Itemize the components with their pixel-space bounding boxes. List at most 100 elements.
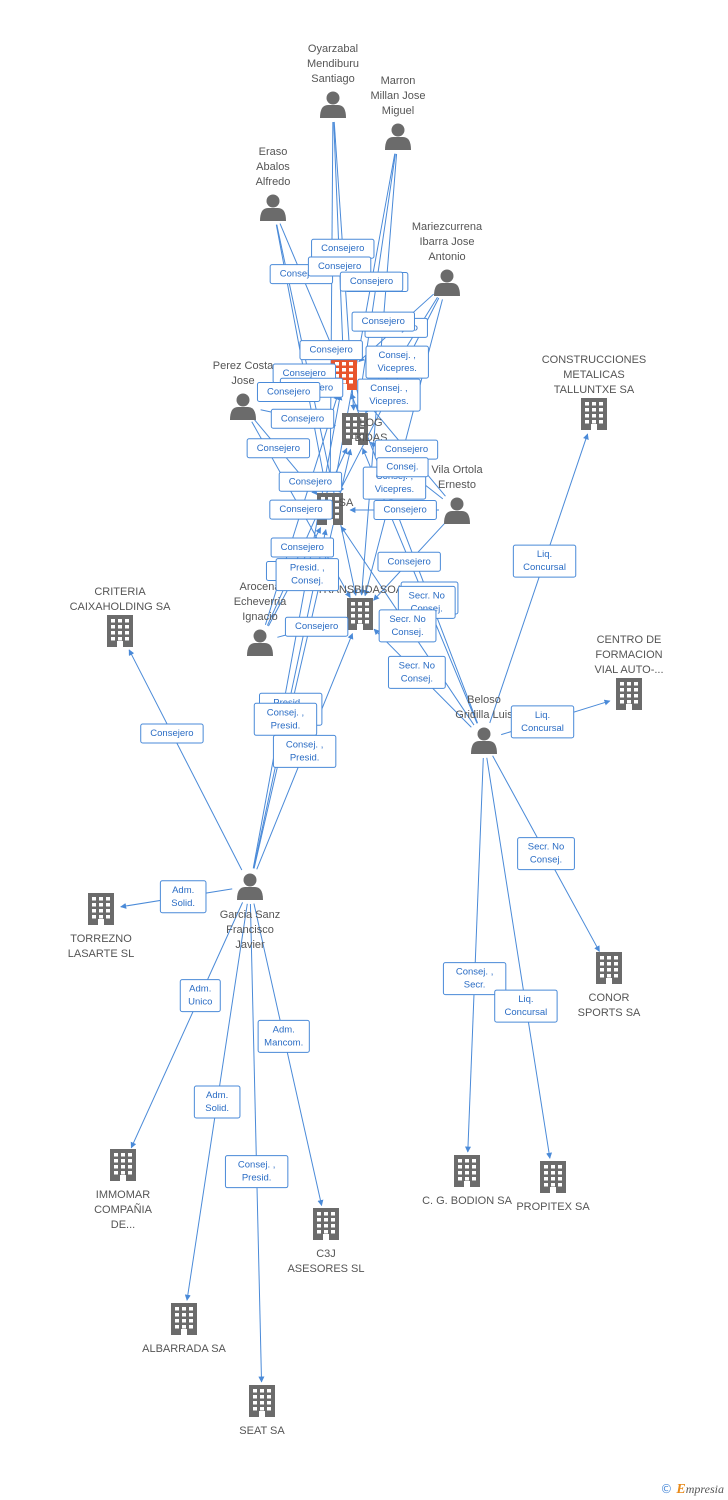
building-icon-window (353, 417, 357, 421)
relation-label-text: Adm. (172, 885, 194, 896)
relation-label-beloso-centro[interactable]: Liq.Concursal (510, 705, 575, 739)
building-icon-window (267, 1389, 271, 1393)
relation-label-beloso-bodion[interactable]: Consej. ,Secr. (442, 962, 507, 996)
node-immomar[interactable]: IMMOMARCOMPAÑIADE... (94, 1149, 153, 1231)
building-icon-door (464, 1181, 470, 1187)
building-icon-window (182, 1307, 186, 1311)
relation-label-text: Concursal (505, 1007, 548, 1018)
building-icon-window (189, 1325, 193, 1329)
relation-label-marron-transbidasoa[interactable]: Consejero (351, 311, 415, 332)
relation-label-vila-focus[interactable]: Consejero (374, 439, 439, 460)
node-torrezno[interactable]: TORREZNO LASARTE SL (68, 893, 134, 960)
relation-label-beloso-propitex[interactable]: Liq. Concursal (494, 989, 558, 1023)
relation-label-marron-sa[interactable]: Consejero (339, 271, 404, 292)
relation-label-oyarzabal-sa[interactable]: Consejero (299, 340, 363, 361)
relation-label-perez-transbidasoa[interactable]: Consejero (269, 499, 333, 520)
building-icon-window (599, 414, 603, 418)
relation-label-mariezcurrena-log[interactable]: Consej. ,Vicepres. (365, 345, 429, 379)
building-icon-window (92, 903, 96, 907)
node-label-centro: FORMACION (595, 649, 662, 661)
node-label-propitex: PROPITEX SA (516, 1201, 590, 1213)
brand-footer[interactable]: ©Empresia (660, 1482, 724, 1498)
relation-label-mariezcurrena-sa[interactable]: Consej. ,Vicepres. (357, 378, 421, 412)
relation-label-garcia-seat[interactable]: Consej. ,Presid. (224, 1155, 289, 1189)
relation-label-box (299, 340, 363, 361)
building-icon-window (360, 417, 364, 421)
relation-label-text: Solid. (205, 1103, 229, 1114)
building-icon-window (335, 503, 339, 507)
building-icon-window (620, 694, 624, 698)
relation-label-text: Liq. (518, 994, 533, 1005)
relation-label-perez-focus[interactable]: Consejero (256, 381, 321, 402)
node-label-torrezno: LASARTE SL (68, 948, 134, 960)
relation-label-garcia-immomar[interactable]: Adm.Unico (179, 979, 221, 1013)
building-icon-window (592, 414, 596, 418)
relation-label-vila-sa[interactable]: Consejero (373, 500, 437, 520)
relation-label-garcia-sa[interactable]: Consej. ,Presid. (253, 702, 318, 736)
relation-label-beloso-construcciones[interactable]: Liq.Concursal (512, 544, 577, 578)
building-icon-window (353, 429, 357, 433)
building-icon-door (323, 1234, 329, 1240)
relation-label-perez-log[interactable]: Consejero (270, 408, 335, 429)
node-propitex[interactable]: PROPITEX SA (516, 1161, 590, 1213)
building-icon-window (253, 1401, 257, 1405)
relation-label-oyarzabal-log[interactable]: Consejero (311, 238, 375, 259)
relation-label-text: Consej. (530, 855, 562, 866)
building-icon-window (614, 968, 618, 972)
building-icon-window (182, 1319, 186, 1323)
building-icon-window (627, 700, 631, 704)
relation-label-garcia-transbidasoa[interactable]: Consej. ,Presid. (272, 734, 337, 768)
building-icon-window (189, 1307, 193, 1311)
relation-label-garcia-albarrada[interactable]: Adm.Solid. (193, 1085, 241, 1119)
relation-label-arocena-log[interactable]: Consejero (270, 537, 335, 558)
relation-edge-beloso-bodion (465, 757, 484, 1153)
relation-label-text: Consejero (279, 504, 322, 515)
relation-label-box (224, 1155, 289, 1189)
relation-label-perez-sa[interactable]: Consejero (246, 438, 311, 459)
relation-edge-garcia-c3j (253, 903, 324, 1207)
building-icon-window (253, 1407, 257, 1411)
relation-label-vila-log[interactable]: Consej. (376, 457, 429, 478)
building-icon-window (358, 620, 362, 624)
relation-label-garcia-torrezno[interactable]: Adm.Solid. (159, 880, 207, 914)
node-transbidasoa[interactable]: TRANSBIDASOA (317, 584, 404, 630)
relation-label-arocena-focus[interactable]: Consejero (278, 471, 343, 492)
node-label-eraso: Abalos (256, 161, 290, 173)
building-icon-window (600, 968, 604, 972)
node-albarrada[interactable]: ALBARRADA SA (142, 1303, 227, 1355)
relation-label-text: Concursal (521, 723, 564, 734)
relation-edge-beloso-construcciones (489, 433, 589, 724)
relation-label-garcia-focus[interactable]: Presid. ,Consej. (275, 558, 339, 592)
building-icon-window (551, 1183, 555, 1187)
relation-label-arocena-transbidasoa[interactable]: Consejero (284, 616, 349, 637)
node-label-torrezno: TORREZNO (70, 933, 132, 945)
relation-label-oyarzabal-focus[interactable]: Consejero (307, 256, 372, 277)
relation-label-garcia-criteria[interactable]: Consejero (140, 723, 204, 744)
node-bodion[interactable]: C. G. BODION SA (422, 1155, 513, 1207)
node-label-vila: Vila Ortola (431, 464, 483, 476)
relation-label-vila-transbidasoa[interactable]: Consejero (377, 551, 441, 572)
relation-label-box (517, 837, 575, 871)
building-icon-door (120, 1175, 126, 1181)
relation-label-garcia-c3j[interactable]: Adm.Mancom. (257, 1019, 310, 1053)
person-icon (440, 269, 454, 283)
node-seat[interactable]: SEAT SA (239, 1385, 285, 1437)
